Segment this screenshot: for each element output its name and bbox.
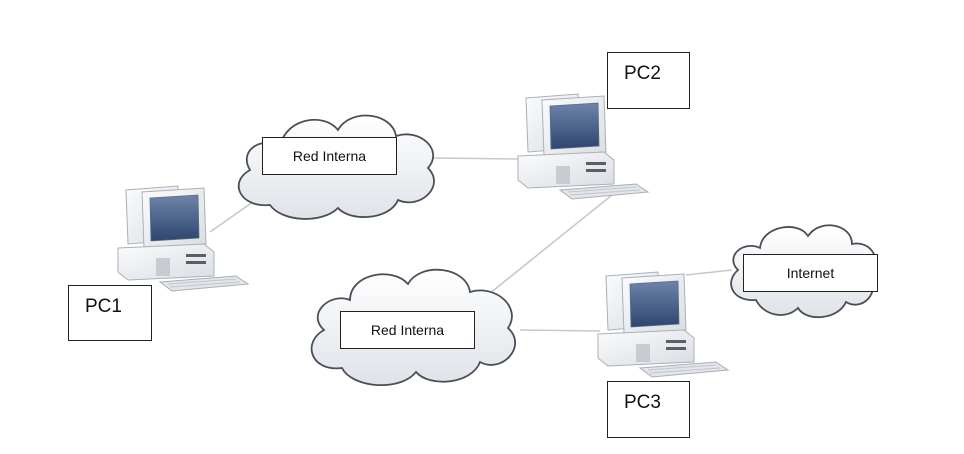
- computer-icon-pc2: [517, 93, 649, 200]
- computer-icon-pc1: [117, 185, 249, 292]
- red-interna-top-label: Red Interna: [262, 137, 397, 175]
- pc1-label: PC1: [68, 285, 152, 341]
- link-net-top-pc2: [431, 157, 521, 160]
- link-pc2-net-bottom: [483, 194, 613, 299]
- red-interna-bottom-label: Red Interna: [340, 311, 475, 349]
- computer-icon-pc3: [597, 271, 729, 378]
- link-pc3-internet: [685, 269, 733, 276]
- link-net-bottom-pc3: [519, 329, 601, 332]
- pc2-label: PC2: [607, 52, 690, 109]
- internet-label: Internet: [743, 254, 878, 292]
- pc3-label: PC3: [607, 381, 690, 438]
